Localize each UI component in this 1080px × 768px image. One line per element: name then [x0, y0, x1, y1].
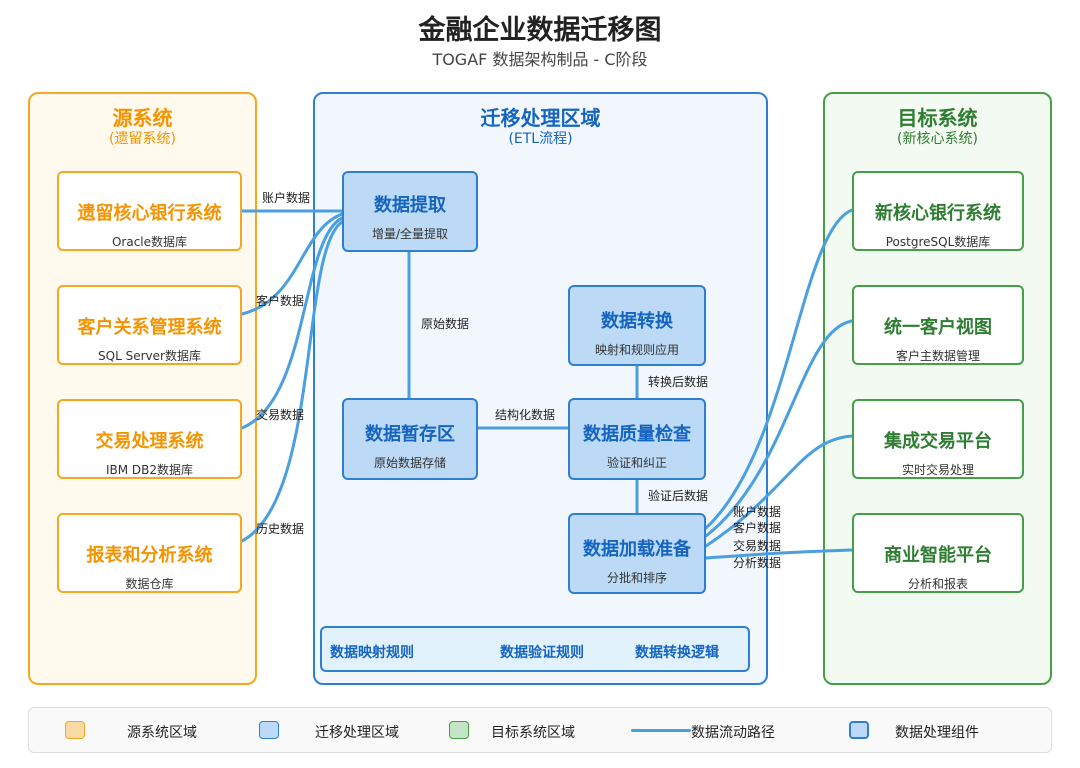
flow-line-out4: [704, 548, 854, 560]
flow-label-src3: 交易数据: [256, 408, 305, 422]
source-system-name: 遗留核心银行系统: [77, 203, 222, 224]
target-system-name: 集成交易平台: [884, 431, 992, 452]
flow-label-out3: 交易数据: [733, 539, 782, 553]
legend-flow-label: 数据流动路径: [691, 725, 775, 741]
flow-label-staging-quality: 结构化数据: [495, 408, 556, 422]
legend-migration-swatch: [259, 721, 279, 739]
source-system-transaction[interactable]: 交易处理系统 IBM DB2数据库: [57, 399, 242, 479]
legend-source-swatch: [65, 721, 85, 739]
target-system-db: 分析和报表: [907, 577, 968, 591]
flow-label-src4: 历史数据: [256, 522, 305, 536]
process-desc: 映射和规则应用: [594, 343, 679, 357]
flow-label-extract-staging: 原始数据: [421, 317, 470, 331]
flow-line-src3: [240, 216, 344, 430]
source-system-name: 客户关系管理系统: [77, 317, 222, 338]
target-zone-title: 目标系统: [897, 106, 978, 130]
target-system-db: 客户主数据管理: [895, 349, 980, 363]
flow-label-transform-quality: 转换后数据: [648, 375, 709, 389]
migration-zone-subtitle: (ETL流程): [508, 131, 573, 147]
flow-line-out3: [704, 434, 854, 548]
flow-line-out2: [704, 319, 854, 538]
target-system-name: 统一客户视图: [884, 317, 992, 338]
target-system-db: 实时交易处理: [901, 463, 974, 477]
flow-label-src1: 账户数据: [262, 191, 311, 205]
legend-flow-line: [631, 729, 691, 732]
source-system-db: 数据仓库: [125, 577, 174, 591]
legend-source-label: 源系统区域: [127, 725, 197, 741]
process-desc: 增量/全量提取: [371, 227, 449, 241]
process-quality[interactable]: 数据质量检查 验证和纠正: [568, 398, 706, 480]
target-system-bi-platform[interactable]: 商业智能平台 分析和报表: [852, 513, 1024, 593]
flow-label-quality-load: 验证后数据: [648, 489, 709, 503]
legend-migration-label: 迁移处理区域: [315, 725, 399, 741]
legend-target-swatch: [449, 721, 469, 739]
flow-label-out4: 分析数据: [733, 556, 782, 570]
legend-component-label: 数据处理组件: [895, 725, 979, 741]
source-system-db: IBM DB2数据库: [105, 463, 194, 477]
source-system-name: 报表和分析系统: [86, 545, 213, 566]
target-system-name: 新核心银行系统: [875, 203, 1001, 224]
process-desc: 分批和排序: [606, 571, 667, 585]
page-title: 金融企业数据迁移图: [418, 15, 662, 46]
migration-zone-title: 迁移处理区域: [480, 106, 601, 130]
flow-line-src2: [240, 212, 344, 316]
rule-validation: 数据验证规则: [500, 645, 584, 661]
source-system-name: 交易处理系统: [95, 431, 204, 452]
flow-label-out1: 账户数据: [733, 505, 782, 519]
source-system-reporting[interactable]: 报表和分析系统 数据仓库: [57, 513, 242, 593]
source-zone-title: 源系统: [112, 106, 173, 130]
target-system-name: 商业智能平台: [884, 545, 992, 566]
target-system-db: PostgreSQL数据库: [885, 235, 991, 249]
target-zone-subtitle: (新核心系统): [897, 131, 978, 147]
rule-transform: 数据转换逻辑: [635, 645, 719, 661]
flow-label-src2: 客户数据: [256, 294, 305, 308]
process-name: 数据提取: [374, 195, 446, 216]
rules-panel: 数据映射规则 数据验证规则 数据转换逻辑: [320, 626, 750, 672]
process-name: 数据暂存区: [365, 424, 455, 445]
flow-line-src4: [240, 220, 344, 543]
legend: 源系统区域 迁移处理区域 目标系统区域 数据流动路径 数据处理组件: [28, 707, 1052, 753]
process-desc: 验证和纠正: [606, 456, 667, 470]
target-system-core-banking[interactable]: 新核心银行系统 PostgreSQL数据库: [852, 171, 1024, 251]
process-name: 数据加载准备: [583, 539, 691, 560]
process-staging[interactable]: 数据暂存区 原始数据存储: [342, 398, 478, 480]
target-system-customer-view[interactable]: 统一客户视图 客户主数据管理: [852, 285, 1024, 365]
process-desc: 原始数据存储: [373, 456, 446, 470]
rule-mapping: 数据映射规则: [330, 645, 414, 661]
process-name: 数据质量检查: [583, 424, 691, 445]
source-system-crm[interactable]: 客户关系管理系统 SQL Server数据库: [57, 285, 242, 365]
target-system-transaction-platform[interactable]: 集成交易平台 实时交易处理: [852, 399, 1024, 479]
page-subtitle: TOGAF 数据架构制品 - C阶段: [432, 50, 648, 69]
flow-label-out2: 客户数据: [733, 521, 782, 535]
source-zone-subtitle: (遗留系统): [109, 131, 176, 147]
process-name: 数据转换: [601, 311, 673, 332]
flow-line-out1: [704, 208, 854, 530]
legend-target-label: 目标系统区域: [491, 725, 575, 741]
source-system-db: Oracle数据库: [111, 235, 188, 249]
source-system-core-banking[interactable]: 遗留核心银行系统 Oracle数据库: [57, 171, 242, 251]
process-load[interactable]: 数据加载准备 分批和排序: [568, 513, 706, 594]
process-transform[interactable]: 数据转换 映射和规则应用: [568, 285, 706, 366]
process-extract[interactable]: 数据提取 增量/全量提取: [342, 171, 478, 252]
legend-component-swatch: [849, 721, 869, 739]
source-system-db: SQL Server数据库: [98, 349, 201, 363]
